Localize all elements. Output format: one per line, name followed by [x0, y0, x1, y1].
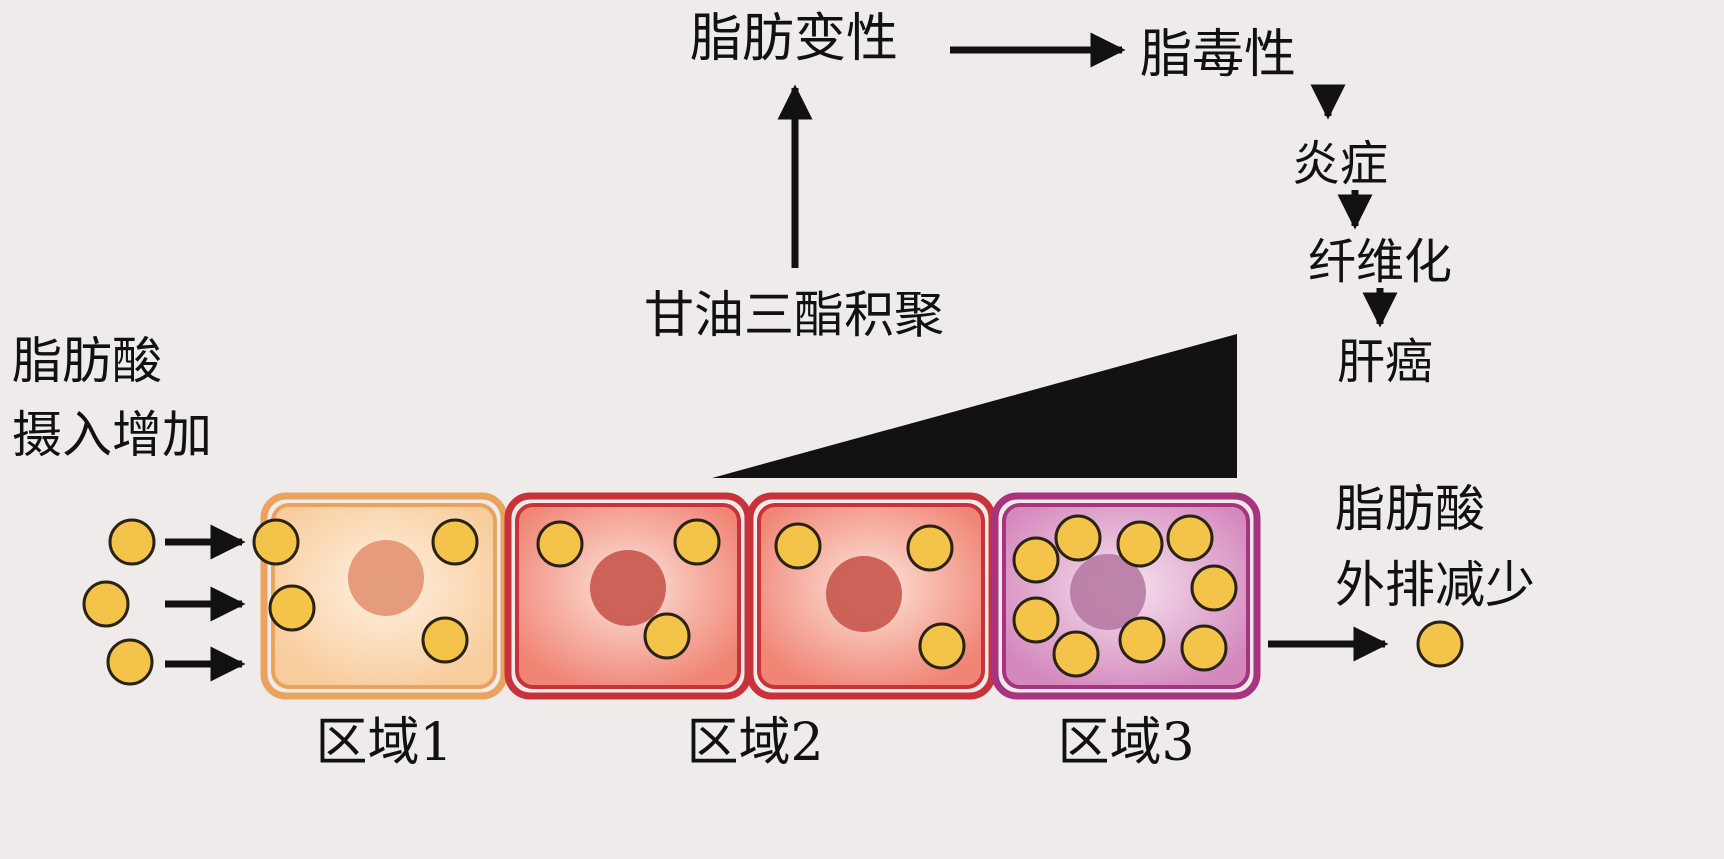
- lipid-droplet: [1012, 536, 1060, 584]
- zone-label-2: 区域2: [686, 713, 823, 773]
- fibrosis-label: 纤维化: [1308, 234, 1452, 290]
- zone-label-3: 区域3: [1057, 713, 1194, 773]
- cell-membrane-outer: [260, 492, 508, 700]
- lipid-droplet: [774, 522, 822, 570]
- lipid-droplet: [536, 520, 584, 568]
- cell-nucleus: [1070, 554, 1146, 630]
- lipid-droplet: [82, 580, 130, 628]
- cell-nucleus: [590, 550, 666, 626]
- cell-nucleus: [826, 556, 902, 632]
- inflammation-label: 炎症: [1292, 136, 1388, 192]
- cell-membrane-outer: [991, 492, 1261, 700]
- lipid-droplet: [268, 584, 316, 632]
- fa-uptake-label-line2: 摄入增加: [12, 406, 212, 464]
- accumulation-wedge: [712, 334, 1237, 478]
- lipid-droplet: [1052, 630, 1100, 678]
- tg-accumulation-label: 甘油三酯积聚: [644, 286, 944, 344]
- lipid-droplet: [906, 524, 954, 572]
- uptake-arrows: [165, 524, 1389, 682]
- lipid-droplet: [1166, 514, 1214, 562]
- fatty-degeneration-label: 脂肪变性: [690, 9, 898, 69]
- lipid-droplets: [82, 514, 1464, 686]
- cell-nucleus: [348, 540, 424, 616]
- lipid-droplet: [1180, 624, 1228, 672]
- lipid-droplet: [1116, 520, 1164, 568]
- lipid-droplet: [1054, 514, 1102, 562]
- hepatocyte-row: [260, 492, 1261, 700]
- lipid-droplet: [421, 616, 469, 664]
- lipid-droplet: [673, 518, 721, 566]
- lipid-droplet: [431, 518, 479, 566]
- lipid-droplet: [106, 638, 154, 686]
- fa-export-label-line2: 外排减少: [1335, 556, 1535, 614]
- lipid-droplet: [1190, 564, 1238, 612]
- lipid-droplet: [1416, 620, 1464, 668]
- fa-uptake-label-line1: 脂肪酸: [12, 332, 162, 390]
- lipid-droplet: [1118, 616, 1166, 664]
- lipid-droplet: [108, 518, 156, 566]
- lipid-droplet: [1012, 596, 1060, 644]
- lipotoxicity-label: 脂毒性: [1140, 25, 1296, 85]
- liver-cancer-label: 肝癌: [1337, 334, 1433, 390]
- zone-label-1: 区域1: [315, 713, 452, 773]
- fa-export-label-line1: 脂肪酸: [1335, 480, 1485, 538]
- lipid-droplet: [643, 612, 691, 660]
- lipid-droplet: [918, 622, 966, 670]
- lipid-droplet: [252, 518, 300, 566]
- pathway-arrows: [777, 32, 1398, 328]
